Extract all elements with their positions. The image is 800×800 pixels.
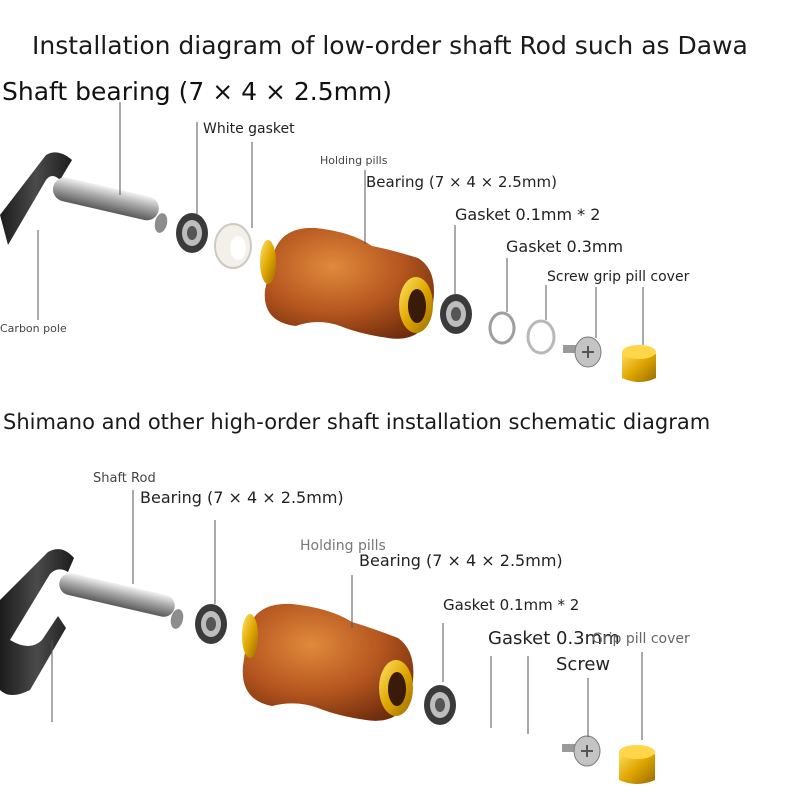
label-holding-pills: Holding pills xyxy=(320,154,388,167)
top-holding-pill xyxy=(260,227,434,339)
bottom-screw xyxy=(562,735,601,767)
top-gasket-01 xyxy=(488,311,516,345)
top-screw xyxy=(563,336,602,368)
bottom-holding-pill xyxy=(242,603,414,721)
top-bearing xyxy=(440,294,472,334)
bottom-pill-cover xyxy=(619,745,655,784)
label-screw-grip-pill-cover: Screw grip pill cover xyxy=(547,269,690,285)
top-white-gasket xyxy=(214,223,252,269)
label-gasket-03: Gasket 0.3mm xyxy=(506,237,624,256)
bottom-carbon-pole xyxy=(0,549,74,695)
label-shaft-rod: Shaft Rod xyxy=(93,471,156,486)
bottom-bearing-2 xyxy=(424,685,456,725)
label-gasket-03: Gasket 0.3mm xyxy=(488,628,620,649)
top-pill-cover xyxy=(622,345,656,382)
label-shaft-bearing: Shaft bearing (7 × 4 × 2.5mm) xyxy=(2,77,393,106)
label-carbon-pole: Carbon pole xyxy=(0,322,67,335)
label-bearing: Bearing (7 × 4 × 2.5mm) xyxy=(366,173,557,191)
top-gasket-03 xyxy=(526,319,556,355)
bottom-bearing-1 xyxy=(195,604,227,644)
bottom-leader-lines xyxy=(51,490,643,740)
top-diagram-title: Installation diagram of low-order shaft … xyxy=(32,31,748,60)
bottom-diagram-title: Shimano and other high-order shaft insta… xyxy=(3,410,711,434)
label-gasket-01: Gasket 0.1mm * 2 xyxy=(455,205,601,224)
top-leader-lines xyxy=(37,102,644,345)
top-shaft-rod xyxy=(52,177,168,233)
top-shaft-bearing xyxy=(176,213,208,253)
label-holding-pills: Holding pills xyxy=(300,538,386,554)
label-bearing-2: Bearing (7 × 4 × 2.5mm) xyxy=(359,551,563,570)
label-bearing-1: Bearing (7 × 4 × 2.5mm) xyxy=(140,488,344,507)
label-white-gasket: White gasket xyxy=(203,121,295,137)
label-gasket-01: Gasket 0.1mm * 2 xyxy=(443,596,580,614)
label-screw: Screw xyxy=(556,654,611,675)
top-carbon-pole xyxy=(0,152,72,245)
label-grip-pill-cover: Grip pill cover xyxy=(592,631,690,647)
bottom-shaft-rod xyxy=(59,573,184,629)
